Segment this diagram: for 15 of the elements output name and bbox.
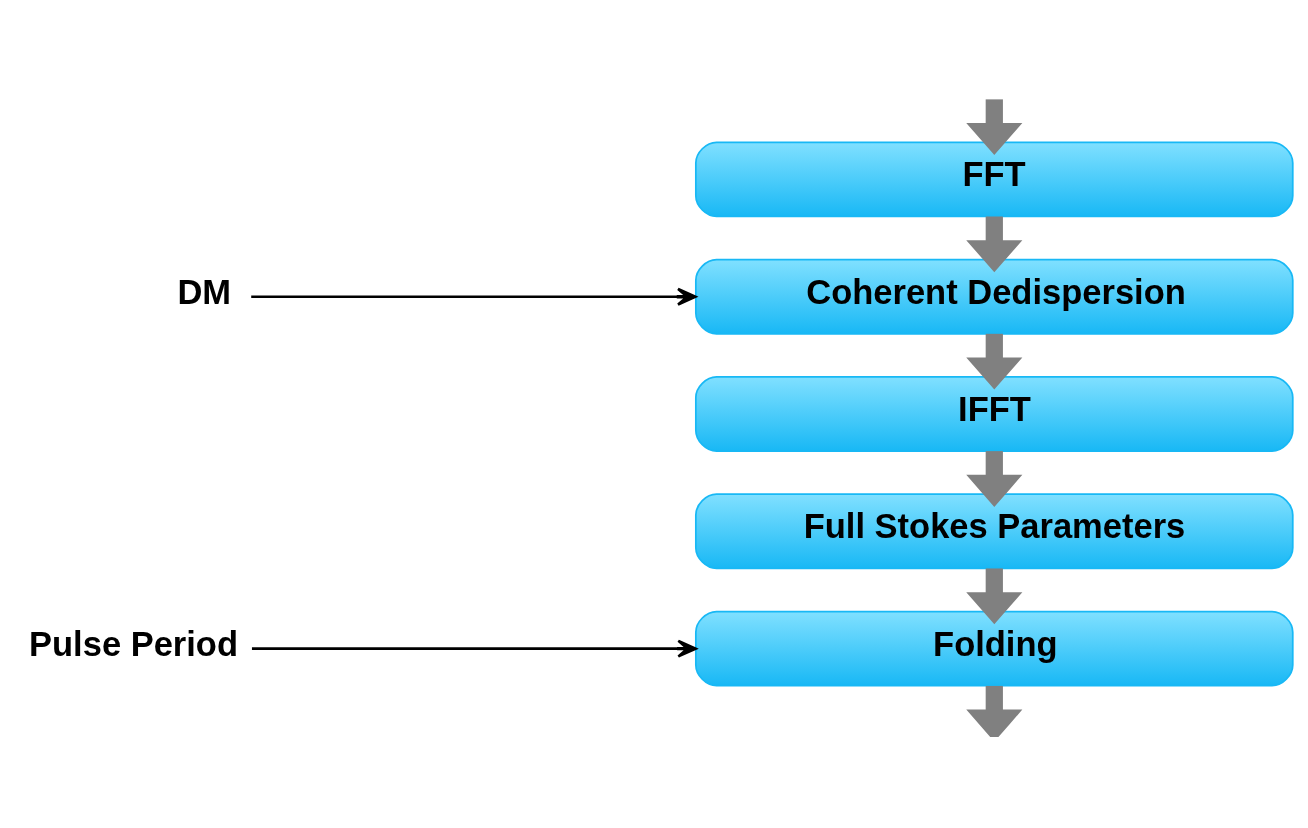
node-box: FFT bbox=[694, 141, 1294, 218]
arrow bbox=[966, 685, 1023, 737]
node-box: Coherent Dedispersion bbox=[694, 258, 1294, 335]
arrow bbox=[966, 568, 1023, 625]
arrow bbox=[966, 216, 1023, 273]
arrow bbox=[251, 287, 697, 306]
arrow bbox=[966, 99, 1023, 156]
arrow bbox=[251, 639, 697, 658]
node-box: Folding bbox=[694, 610, 1294, 687]
arrow bbox=[966, 333, 1023, 390]
node-text: DM bbox=[177, 272, 232, 311]
node-box: IFFT bbox=[694, 376, 1294, 452]
node-box: Full Stokes Parameters bbox=[694, 493, 1294, 570]
node-text: Pulse Period bbox=[29, 624, 239, 663]
arrow bbox=[966, 451, 1023, 507]
